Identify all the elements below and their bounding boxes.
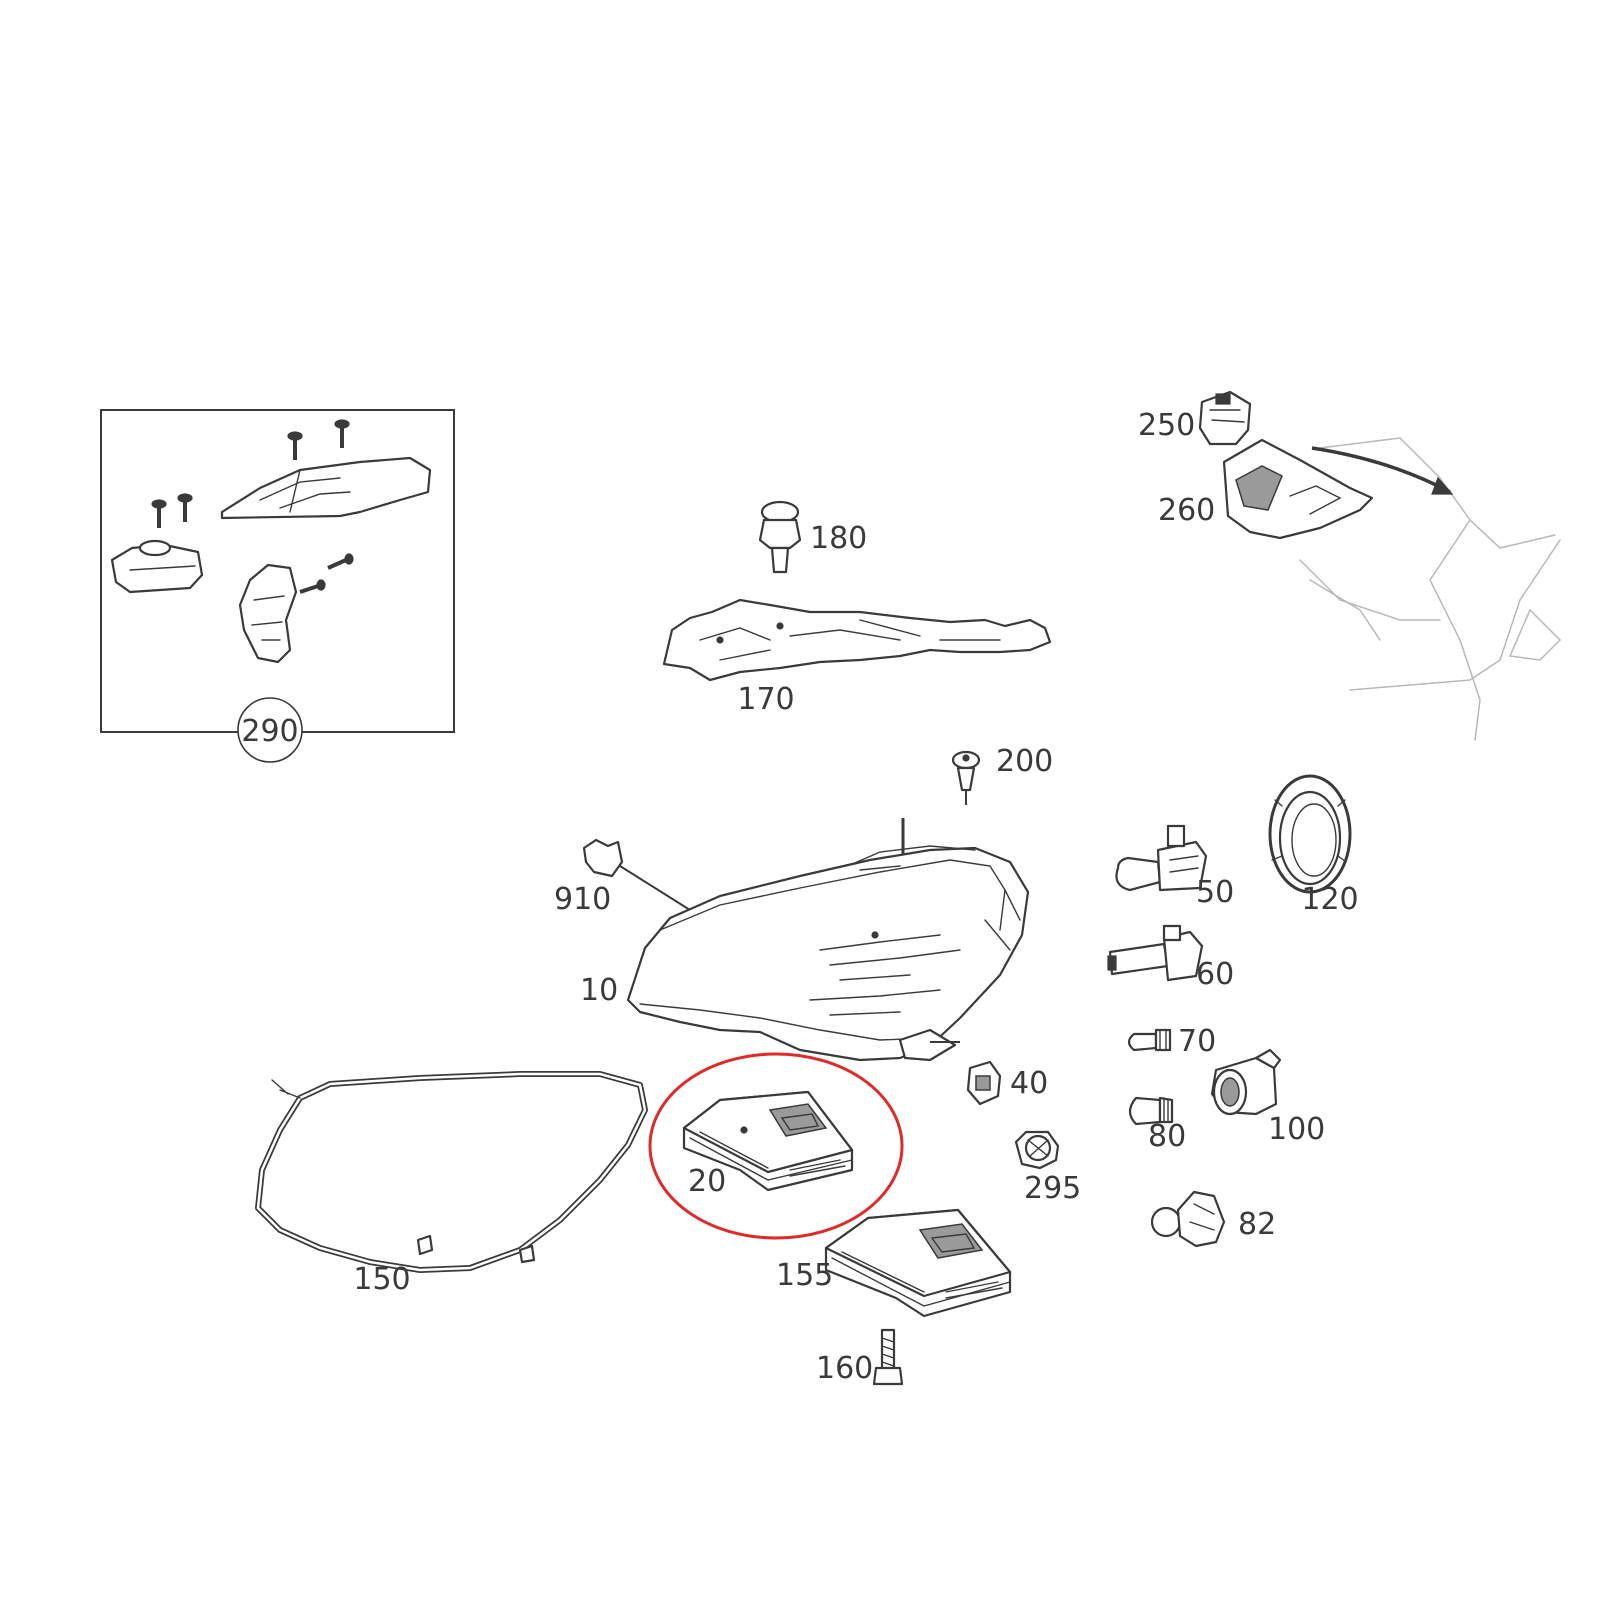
part-label-100: 100 (1268, 1112, 1325, 1147)
screw-icon (151, 499, 167, 528)
label-910: 910 (554, 838, 691, 917)
part-label-82: 82 (1238, 1207, 1276, 1242)
clip-180: 180 (758, 500, 867, 574)
housing-260: 260 (1158, 438, 1374, 540)
bulb-80: 80 (1128, 1096, 1186, 1154)
cap-120: 120 (1268, 774, 1359, 917)
control-unit-20: 20 (682, 1090, 854, 1199)
part-label-170: 170 (737, 682, 794, 717)
part-label-60: 60 (1196, 957, 1234, 992)
bracket-170: 170 (662, 598, 1052, 717)
control-unit-155: 155 (776, 1208, 1012, 1318)
part-label-50: 50 (1196, 875, 1234, 910)
screw-icon (327, 553, 354, 570)
highlight-circle (648, 1052, 904, 1240)
part-label-10: 10 (580, 973, 618, 1008)
bulb-50: 50 (1115, 824, 1234, 910)
part-label-160: 160 (816, 1351, 873, 1386)
screw-icon (334, 419, 350, 448)
part-label-155: 155 (776, 1258, 833, 1293)
part-label-200: 200 (996, 744, 1053, 779)
connector-295: 295 (1014, 1130, 1081, 1206)
screw-icon (177, 493, 193, 522)
clip-nut-40: 40 (966, 1060, 1048, 1106)
part-label-40: 40 (1010, 1066, 1048, 1101)
part-label-260: 260 (1158, 493, 1215, 528)
inset-box-290: 290 (100, 409, 455, 763)
screw-icon (299, 579, 326, 594)
part-label-290: 290 (241, 714, 298, 749)
screw-200: 200 (951, 744, 1053, 805)
bolt-160: 160 (816, 1328, 904, 1386)
part-label-250: 250 (1138, 408, 1195, 443)
screw-icon (287, 431, 303, 460)
bulb-70: 70 (1127, 1024, 1216, 1059)
part-label-910: 910 (554, 882, 611, 917)
socket-100: 100 (1210, 1048, 1325, 1147)
part-label-70: 70 (1178, 1024, 1216, 1059)
part-label-180: 180 (810, 521, 867, 556)
bulb-60: 60 (1107, 924, 1234, 992)
bulb-82: 82 (1150, 1190, 1276, 1248)
part-label-120: 120 (1301, 882, 1358, 917)
part-label-20: 20 (688, 1164, 726, 1199)
part-label-150: 150 (353, 1262, 410, 1297)
sensor-250: 250 (1138, 390, 1252, 446)
seal-150: 150 (255, 1071, 648, 1297)
headlamp-10: 10 (580, 818, 1030, 1062)
windshield-sketch (1299, 437, 1562, 741)
part-label-295: 295 (1024, 1171, 1081, 1206)
part-label-80: 80 (1148, 1119, 1186, 1154)
